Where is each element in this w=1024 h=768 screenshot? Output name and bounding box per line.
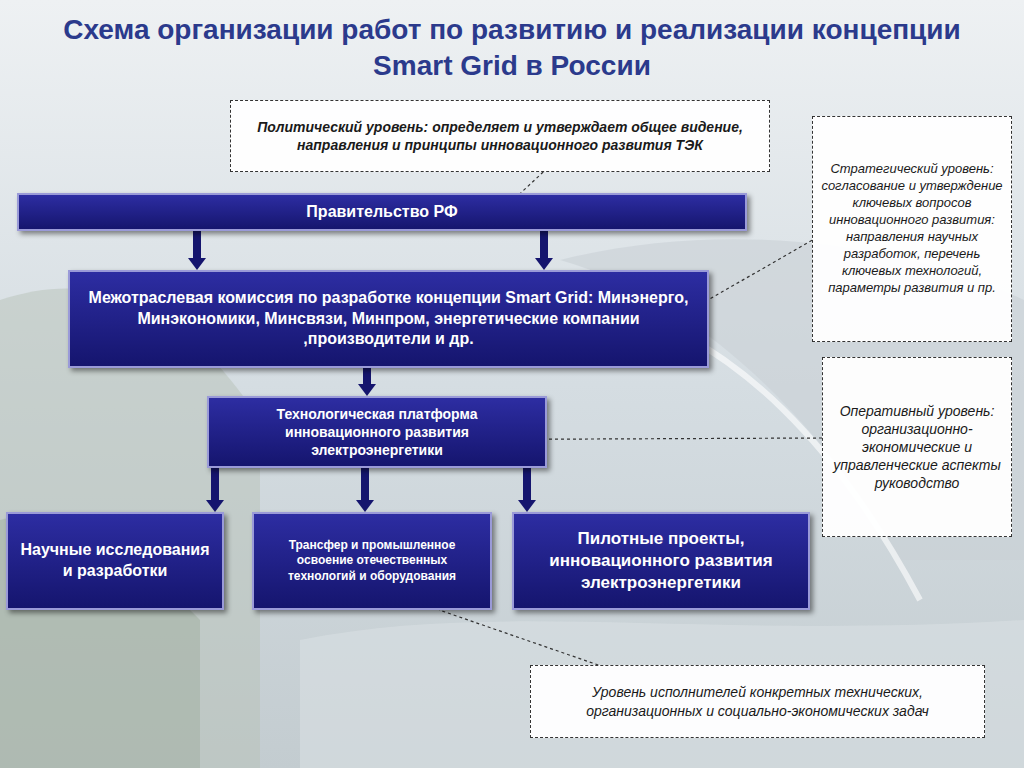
- node-text: Оперативный уровень: организационно-экон…: [831, 402, 1003, 493]
- flow-arrow: [211, 468, 219, 502]
- process-box: Межотраслевая комиссия по разработке кон…: [68, 270, 709, 368]
- process-box: Правительство РФ: [17, 193, 747, 231]
- diagram-title: Схема организации работ по развитию и ре…: [20, 12, 1004, 85]
- node-text: Стратегический уровень: согласование и у…: [821, 161, 1003, 296]
- flow-arrow: [523, 468, 531, 502]
- background-water: [300, 620, 1024, 768]
- process-box: Технологическая платформа инновационного…: [207, 396, 547, 468]
- node-text: Политический уровень: определяет и утвер…: [239, 118, 761, 154]
- leader-line: [521, 172, 544, 193]
- callout-box: Уровень исполнителей конкретных техничес…: [530, 665, 985, 738]
- process-box: Пилотные проекты, инновационного развити…: [512, 512, 810, 610]
- callout-box: Политический уровень: определяет и утвер…: [230, 100, 770, 172]
- callout-box: Стратегический уровень: согласование и у…: [812, 116, 1012, 342]
- node-text: Трансфер и промышленное освоение отечест…: [264, 538, 480, 585]
- callout-box: Оперативный уровень: организационно-экон…: [822, 357, 1012, 537]
- node-text: Пилотные проекты, инновационного развити…: [524, 528, 798, 594]
- node-text: Технологическая платформа инновационного…: [219, 405, 535, 460]
- node-text: Уровень исполнителей конкретных техничес…: [539, 683, 976, 719]
- node-text: Межотраслевая комиссия по разработке кон…: [80, 288, 697, 350]
- leader-line: [709, 240, 812, 299]
- flow-arrow: [193, 231, 201, 260]
- flow-arrow: [540, 231, 548, 260]
- node-text: Правительство РФ: [306, 202, 457, 223]
- leader-line: [439, 610, 598, 665]
- process-box: Трансфер и промышленное освоение отечест…: [252, 512, 492, 610]
- flow-arrow: [363, 368, 371, 386]
- node-text: Научные исследования и разработки: [18, 540, 212, 582]
- leader-line: [547, 438, 822, 439]
- flow-arrow: [361, 468, 369, 502]
- process-box: Научные исследования и разработки: [6, 512, 224, 610]
